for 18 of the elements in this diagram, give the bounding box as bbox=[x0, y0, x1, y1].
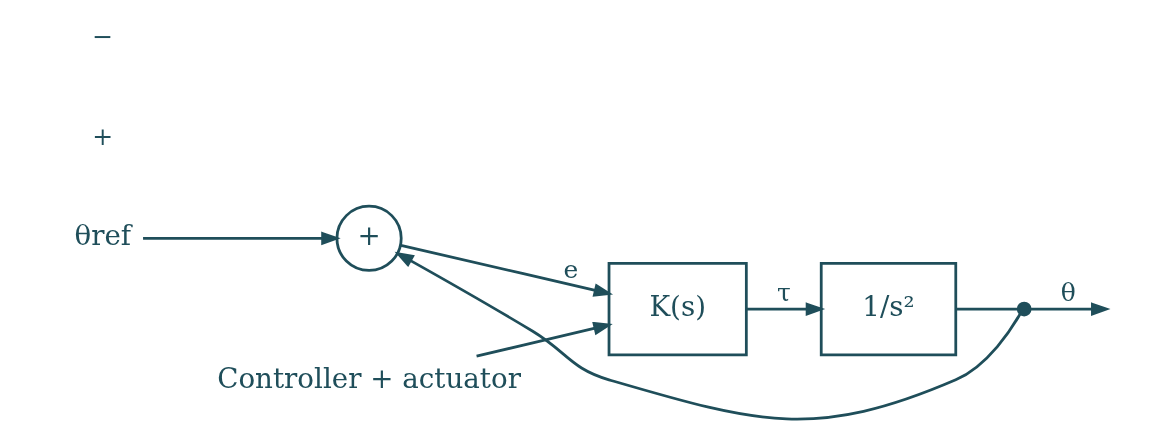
node-circle bbox=[1016, 301, 1032, 317]
arrow bbox=[746, 302, 826, 316]
edge-label: τ bbox=[776, 278, 791, 308]
connector bbox=[955, 307, 1018, 311]
node-text: Controller + actuator bbox=[217, 362, 521, 396]
arrow bbox=[400, 244, 614, 297]
arrow bbox=[394, 251, 1022, 421]
label: − bbox=[92, 21, 114, 51]
node-text: θref bbox=[74, 219, 132, 253]
node-box: 1/s² bbox=[819, 261, 958, 357]
node-circle: + bbox=[335, 204, 403, 272]
edge-label: θ bbox=[1060, 278, 1076, 308]
arrow bbox=[1030, 302, 1111, 316]
arrow bbox=[476, 321, 613, 358]
edge-label: e bbox=[563, 254, 579, 284]
node-box: K(s) bbox=[607, 261, 748, 357]
arrow bbox=[143, 231, 341, 246]
label: + bbox=[92, 121, 114, 151]
